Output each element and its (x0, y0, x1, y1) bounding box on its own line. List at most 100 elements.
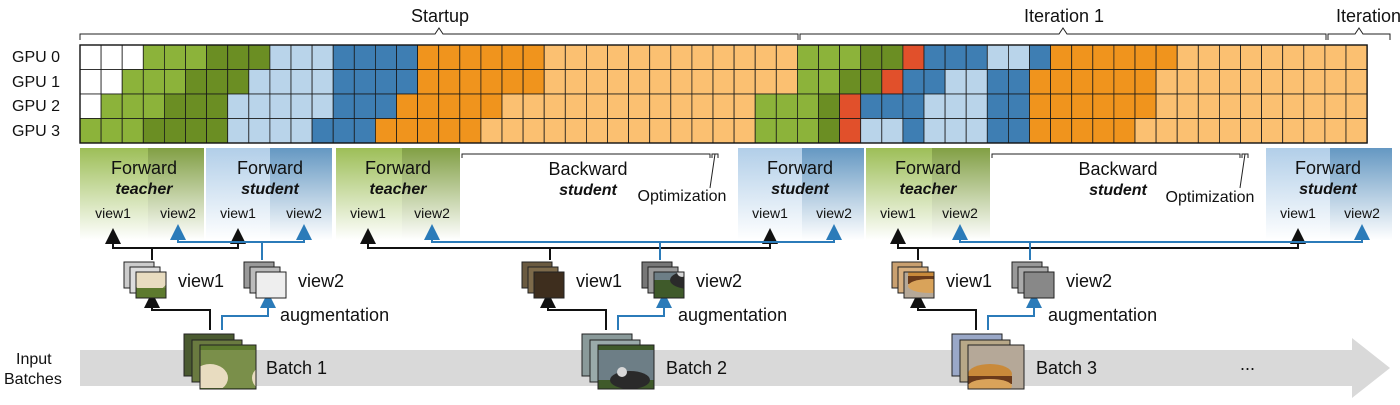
grid-cell-r0-c53 (1197, 44, 1220, 70)
grid-cell-r0-c49 (1113, 44, 1136, 70)
grid-cell-r3-c21 (522, 118, 545, 144)
b3-view1-label: view1 (946, 271, 992, 291)
grid-cell-r0-c5 (185, 44, 208, 70)
b2-view1-label: view1 (576, 271, 622, 291)
grid-cell-r3-c31 (733, 118, 756, 144)
gpu-label-0: GPU 0 (12, 49, 60, 66)
grid-cell-r3-c6 (206, 118, 229, 144)
thumb-b2-v1 (521, 261, 565, 299)
grid-cell-r2-c30 (712, 93, 735, 119)
grid-cell-r3-c35 (818, 118, 841, 144)
grid-cell-r2-c41 (944, 93, 967, 119)
view-labels: view1 view2 view1 view2 view1 view2 view… (95, 205, 1380, 221)
phase-bracket-0 (79, 27, 799, 40)
grid-cell-r3-c30 (712, 118, 735, 144)
b2-aug-label: augmentation (678, 305, 787, 325)
grid-cell-r0-c31 (733, 44, 756, 70)
stage-forward-6: Forward (1295, 158, 1361, 178)
grid-cell-r0-c33 (775, 44, 798, 70)
grid-cell-r0-c45 (1029, 44, 1052, 70)
input-batch-band: Input Batches Batch 1 Batch 2 Batch 3 ..… (4, 333, 1390, 398)
thumb-b3-v2 (1011, 261, 1055, 299)
grid-cell-r2-c7 (227, 93, 250, 119)
grid-cell-r1-c23 (564, 69, 587, 95)
stage-glows (80, 148, 1392, 240)
stage-student-2: student (241, 181, 299, 198)
grid-cell-r2-c12 (332, 93, 355, 119)
arrow-b1-view1b (152, 228, 246, 249)
aug-b2-v2 (617, 292, 672, 330)
grid-cell-r0-c57 (1282, 44, 1305, 70)
grid-cell-r3-c59 (1324, 118, 1347, 144)
grid-cell-r1-c7 (227, 69, 250, 95)
grid-cell-r0-c40 (923, 44, 946, 70)
arrow-b2-view2b (660, 224, 842, 243)
grid-cell-r3-c37 (860, 118, 883, 144)
grid-cell-r0-c38 (881, 44, 904, 70)
grid-cell-r0-c34 (797, 44, 819, 70)
stage-backward-1: Backward (548, 159, 627, 179)
grid-cell-r2-c28 (670, 93, 693, 119)
vl-s3: view1 (752, 205, 788, 221)
batch-arrow (80, 338, 1390, 398)
grid-cell-r1-c13 (353, 69, 376, 95)
grid-cell-r3-c48 (1092, 118, 1115, 144)
grid-cell-r2-c19 (480, 93, 503, 119)
grid-cell-r2-c35 (818, 93, 841, 119)
grid-cell-r3-c53 (1197, 118, 1220, 144)
grid-cell-r2-c43 (986, 93, 1009, 119)
grid-cell-r1-c44 (1008, 69, 1030, 95)
grid-cell-r0-c18 (459, 44, 482, 70)
grid-cell-r3-c9 (269, 118, 292, 144)
grid-cell-r1-c24 (586, 69, 608, 95)
grid-cell-r1-c17 (438, 69, 461, 95)
thumb-b1-v2 (243, 261, 287, 299)
arrow-b2-view1 (360, 228, 551, 260)
arrow-b1-view2b (262, 224, 312, 243)
grid-cell-r3-c32 (754, 118, 777, 144)
grid-cell-r1-c12 (332, 69, 355, 95)
stage-forward-2: Forward (237, 158, 303, 178)
arrow-b3-view2 (952, 224, 1031, 260)
grid-border (79, 44, 1368, 144)
grid-cell-r0-c16 (417, 44, 440, 70)
grid-cell-r0-c36 (839, 44, 862, 70)
grid-cell-r0-c2 (121, 44, 144, 70)
grid-cell-r3-c57 (1282, 118, 1305, 144)
grid-cell-r2-c14 (374, 93, 397, 119)
grid-cell-r0-c54 (1219, 44, 1241, 70)
batch-2-label: Batch 2 (666, 358, 727, 378)
grid-cell-r3-c29 (691, 118, 714, 144)
stage-teacher-5: teacher (900, 181, 958, 198)
grid-cell-r2-c60 (1345, 93, 1368, 119)
glow-fwd-student-v1-b (738, 148, 802, 240)
batch-2-images (581, 333, 655, 390)
grid-cell-r2-c16 (417, 93, 440, 119)
stage-forward-3: Forward (365, 158, 431, 178)
grid-cell-r3-c10 (290, 118, 313, 144)
phase-bracket-1 (799, 27, 1327, 40)
vl-s4: view2 (816, 205, 852, 221)
grid-cell-r3-c55 (1240, 118, 1263, 144)
grid-cell-r1-c52 (1176, 69, 1199, 95)
grid-cell-r1-c6 (206, 69, 229, 95)
stage-backward-2: Backward (1078, 159, 1157, 179)
grid-cell-r3-c49 (1113, 118, 1136, 144)
grid-cell-r1-c49 (1113, 69, 1136, 95)
glow-fwd-student-v1-c (1266, 148, 1330, 240)
grid-cell-r2-c42 (965, 93, 988, 119)
stage-teacher-1: teacher (116, 181, 174, 198)
stage-student-4: student (771, 181, 829, 198)
data-flow-arrows (105, 224, 1370, 330)
augmented-views (123, 261, 1055, 299)
grid-cell-r3-c3 (142, 118, 165, 144)
grid-cell-r0-c23 (564, 44, 587, 70)
grid-cell-r2-c24 (586, 93, 608, 119)
grid-cell-r2-c53 (1197, 93, 1220, 119)
stage-labels: Forward teacher Forward student Forward … (111, 158, 1361, 206)
grid-cell-r1-c39 (902, 69, 925, 95)
b3-aug-label: augmentation (1048, 305, 1157, 325)
grid-cell-r2-c15 (396, 93, 419, 119)
phase-label-0: Startup (411, 6, 469, 26)
grid-cell-r1-c4 (163, 69, 186, 95)
